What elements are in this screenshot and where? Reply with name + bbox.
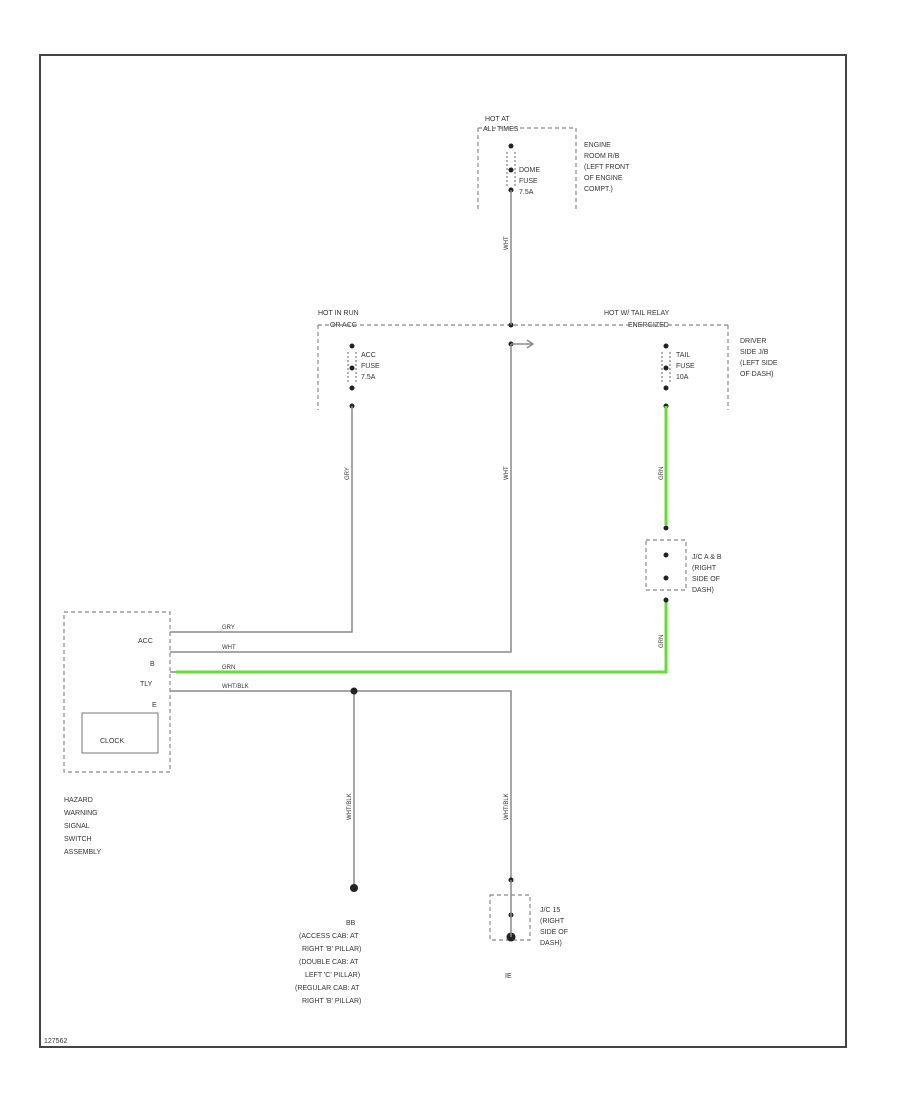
er-rb-desc-4: OF ENGINE bbox=[584, 175, 623, 182]
er-rb-desc-2: ROOM R/B bbox=[584, 153, 620, 160]
acc-fuse-3: 7.5A bbox=[361, 374, 376, 381]
er-rb-desc-1: ENGINE bbox=[584, 142, 611, 149]
top-source-line-1: HOT AT bbox=[485, 116, 510, 123]
ground-desc-4: (DOUBLE CAB: AT bbox=[299, 959, 359, 966]
ground-id: IE bbox=[505, 973, 512, 980]
wire-label-acc: GRY bbox=[345, 467, 351, 480]
wire-label-gnd-left: WHT/BLK bbox=[347, 793, 353, 820]
er-rb-desc-3: (LEFT FRONT bbox=[584, 164, 630, 171]
ground-desc-1: BB bbox=[346, 920, 356, 927]
wire-label-b: WHT bbox=[504, 466, 510, 480]
acc-source-2: OR ACC bbox=[330, 322, 357, 329]
top-source-line-2: ALL TIMES bbox=[483, 126, 519, 133]
jc15-desc-4: DASH) bbox=[540, 940, 562, 947]
jc-ab-desc-2: (RIGHT bbox=[692, 565, 717, 572]
dash-jb-desc-1: DRIVER bbox=[740, 338, 766, 345]
pin-tly: TLY bbox=[140, 681, 153, 688]
driver-side-junction-block: HOT IN RUN OR ACC HOT W/ TAIL RELAY ENER… bbox=[317, 310, 778, 410]
component-name-4: SWITCH bbox=[64, 836, 92, 843]
diagram-id: 127562 bbox=[44, 1038, 67, 1045]
engine-room-relay-block: HOT AT ALL TIMES ENGINE ROOM R/B (LEFT F… bbox=[477, 116, 630, 212]
pin-e: E bbox=[152, 702, 157, 709]
wire-label-tly: GRN bbox=[659, 467, 665, 480]
wire-b bbox=[176, 344, 512, 653]
wire-label-acc-h: GRY bbox=[222, 625, 235, 631]
jc15-desc-3: SIDE OF bbox=[540, 929, 568, 936]
component-name-2: WARNING bbox=[64, 810, 98, 817]
jc-ab-desc-1: J/C A & B bbox=[692, 554, 722, 561]
junction-connector-ab: J/C A & B (RIGHT SIDE OF DASH) bbox=[645, 525, 722, 603]
tail-fuse-3: 10A bbox=[676, 374, 689, 381]
dome-fuse-1: DOME bbox=[519, 167, 540, 174]
tail-fuse-1: TAIL bbox=[676, 352, 690, 359]
wire-label-tly-lower: GRN bbox=[659, 635, 665, 648]
wire-label-gnd-h: WHT/BLK bbox=[222, 684, 249, 690]
wire-label-b-h: WHT bbox=[222, 645, 236, 651]
hazard-switch-assembly: ACC B TLY E CLOCK bbox=[63, 611, 176, 773]
pin-b: B bbox=[150, 661, 155, 668]
dash-jb-desc-2: SIDE J/B bbox=[740, 349, 769, 356]
component-name-3: SIGNAL bbox=[64, 823, 90, 830]
ground-desc-6: (REGULAR CAB: AT bbox=[295, 985, 360, 992]
acc-source-1: HOT IN RUN bbox=[318, 310, 359, 317]
ground-desc-3: RIGHT 'B' PILLAR) bbox=[302, 946, 361, 953]
diagram-border bbox=[39, 54, 847, 1048]
clock-label: CLOCK bbox=[100, 738, 124, 745]
component-name-5: ASSEMBLY bbox=[64, 849, 102, 856]
pin-acc: ACC bbox=[138, 638, 153, 645]
wire-gnd bbox=[176, 690, 512, 880]
ground-desc-2: (ACCESS CAB: AT bbox=[299, 933, 359, 940]
ground-desc-5: LEFT 'C' PILLAR) bbox=[305, 972, 360, 979]
ground-desc-7: RIGHT 'B' PILLAR) bbox=[302, 998, 361, 1005]
jc-ab-desc-4: DASH) bbox=[692, 587, 714, 594]
jc15-desc-2: (RIGHT bbox=[540, 918, 565, 925]
er-rb-desc-5: COMPT.) bbox=[584, 186, 613, 193]
jc15-desc-1: J/C 15 bbox=[540, 907, 560, 914]
dome-fuse-2: FUSE bbox=[519, 178, 538, 185]
tail-fuse-2: FUSE bbox=[676, 363, 695, 370]
dash-jb-desc-3: (LEFT SIDE bbox=[740, 360, 778, 367]
dash-jb-desc-4: OF DASH) bbox=[740, 371, 773, 378]
clock-box bbox=[81, 712, 159, 754]
wire-label-b-upper: WHT bbox=[504, 236, 510, 250]
component-name-1: HAZARD bbox=[64, 797, 93, 804]
wire-label-gnd-right: WHT/BLK bbox=[504, 793, 510, 820]
acc-fuse-1: ACC bbox=[361, 352, 376, 359]
tail-source-1: HOT W/ TAIL RELAY bbox=[604, 310, 670, 317]
wire-label-tly-h: GRN bbox=[222, 665, 235, 671]
wire-acc bbox=[176, 406, 353, 633]
junction-connector-15: J/C 15 (RIGHT SIDE OF DASH) IE bbox=[489, 877, 568, 980]
ground-point-bb: BB (ACCESS CAB: AT RIGHT 'B' PILLAR) (DO… bbox=[295, 920, 361, 1005]
acc-fuse-2: FUSE bbox=[361, 363, 380, 370]
dome-fuse-3: 7.5A bbox=[519, 189, 534, 196]
wire-tly bbox=[176, 406, 668, 674]
jc-ab-desc-3: SIDE OF bbox=[692, 576, 720, 583]
